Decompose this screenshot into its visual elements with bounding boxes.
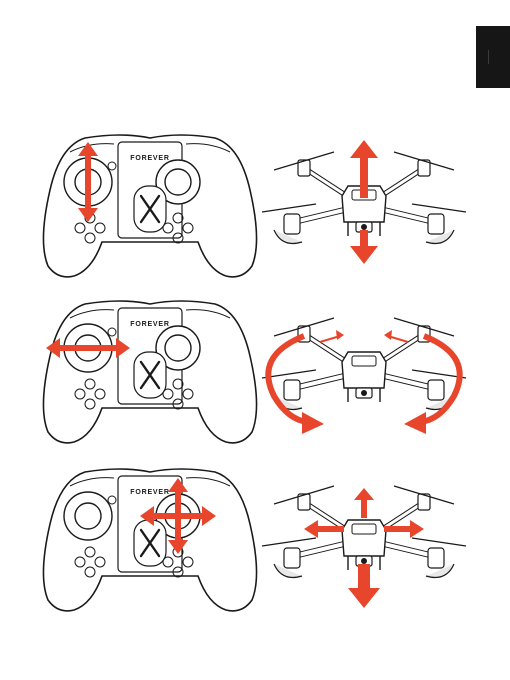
drone-illustration	[244, 130, 484, 280]
controller-illustration: FOREVER	[30, 296, 270, 446]
controller-illustration: FOREVER	[30, 464, 270, 614]
page-edge-tab	[476, 26, 510, 88]
drone-illustration	[244, 464, 484, 614]
controller-illustration: FOREVER	[30, 130, 270, 280]
illustration-row-3: FOREVER	[30, 464, 450, 624]
drone-illustration	[244, 296, 484, 446]
drone-arrow-rotate-right	[384, 330, 460, 434]
drone-arrow-backward	[348, 564, 380, 608]
illustration-row-1: FOREVER	[30, 130, 450, 290]
brand-label: FOREVER	[130, 321, 169, 328]
tab-mark	[488, 50, 499, 64]
drone-arrow-forward	[354, 488, 374, 518]
brand-label: FOREVER	[130, 489, 169, 496]
drone-arrow-rotate-left	[268, 330, 344, 434]
brand-label: FOREVER	[130, 155, 169, 162]
illustration-row-2: FOREVER	[30, 296, 450, 456]
